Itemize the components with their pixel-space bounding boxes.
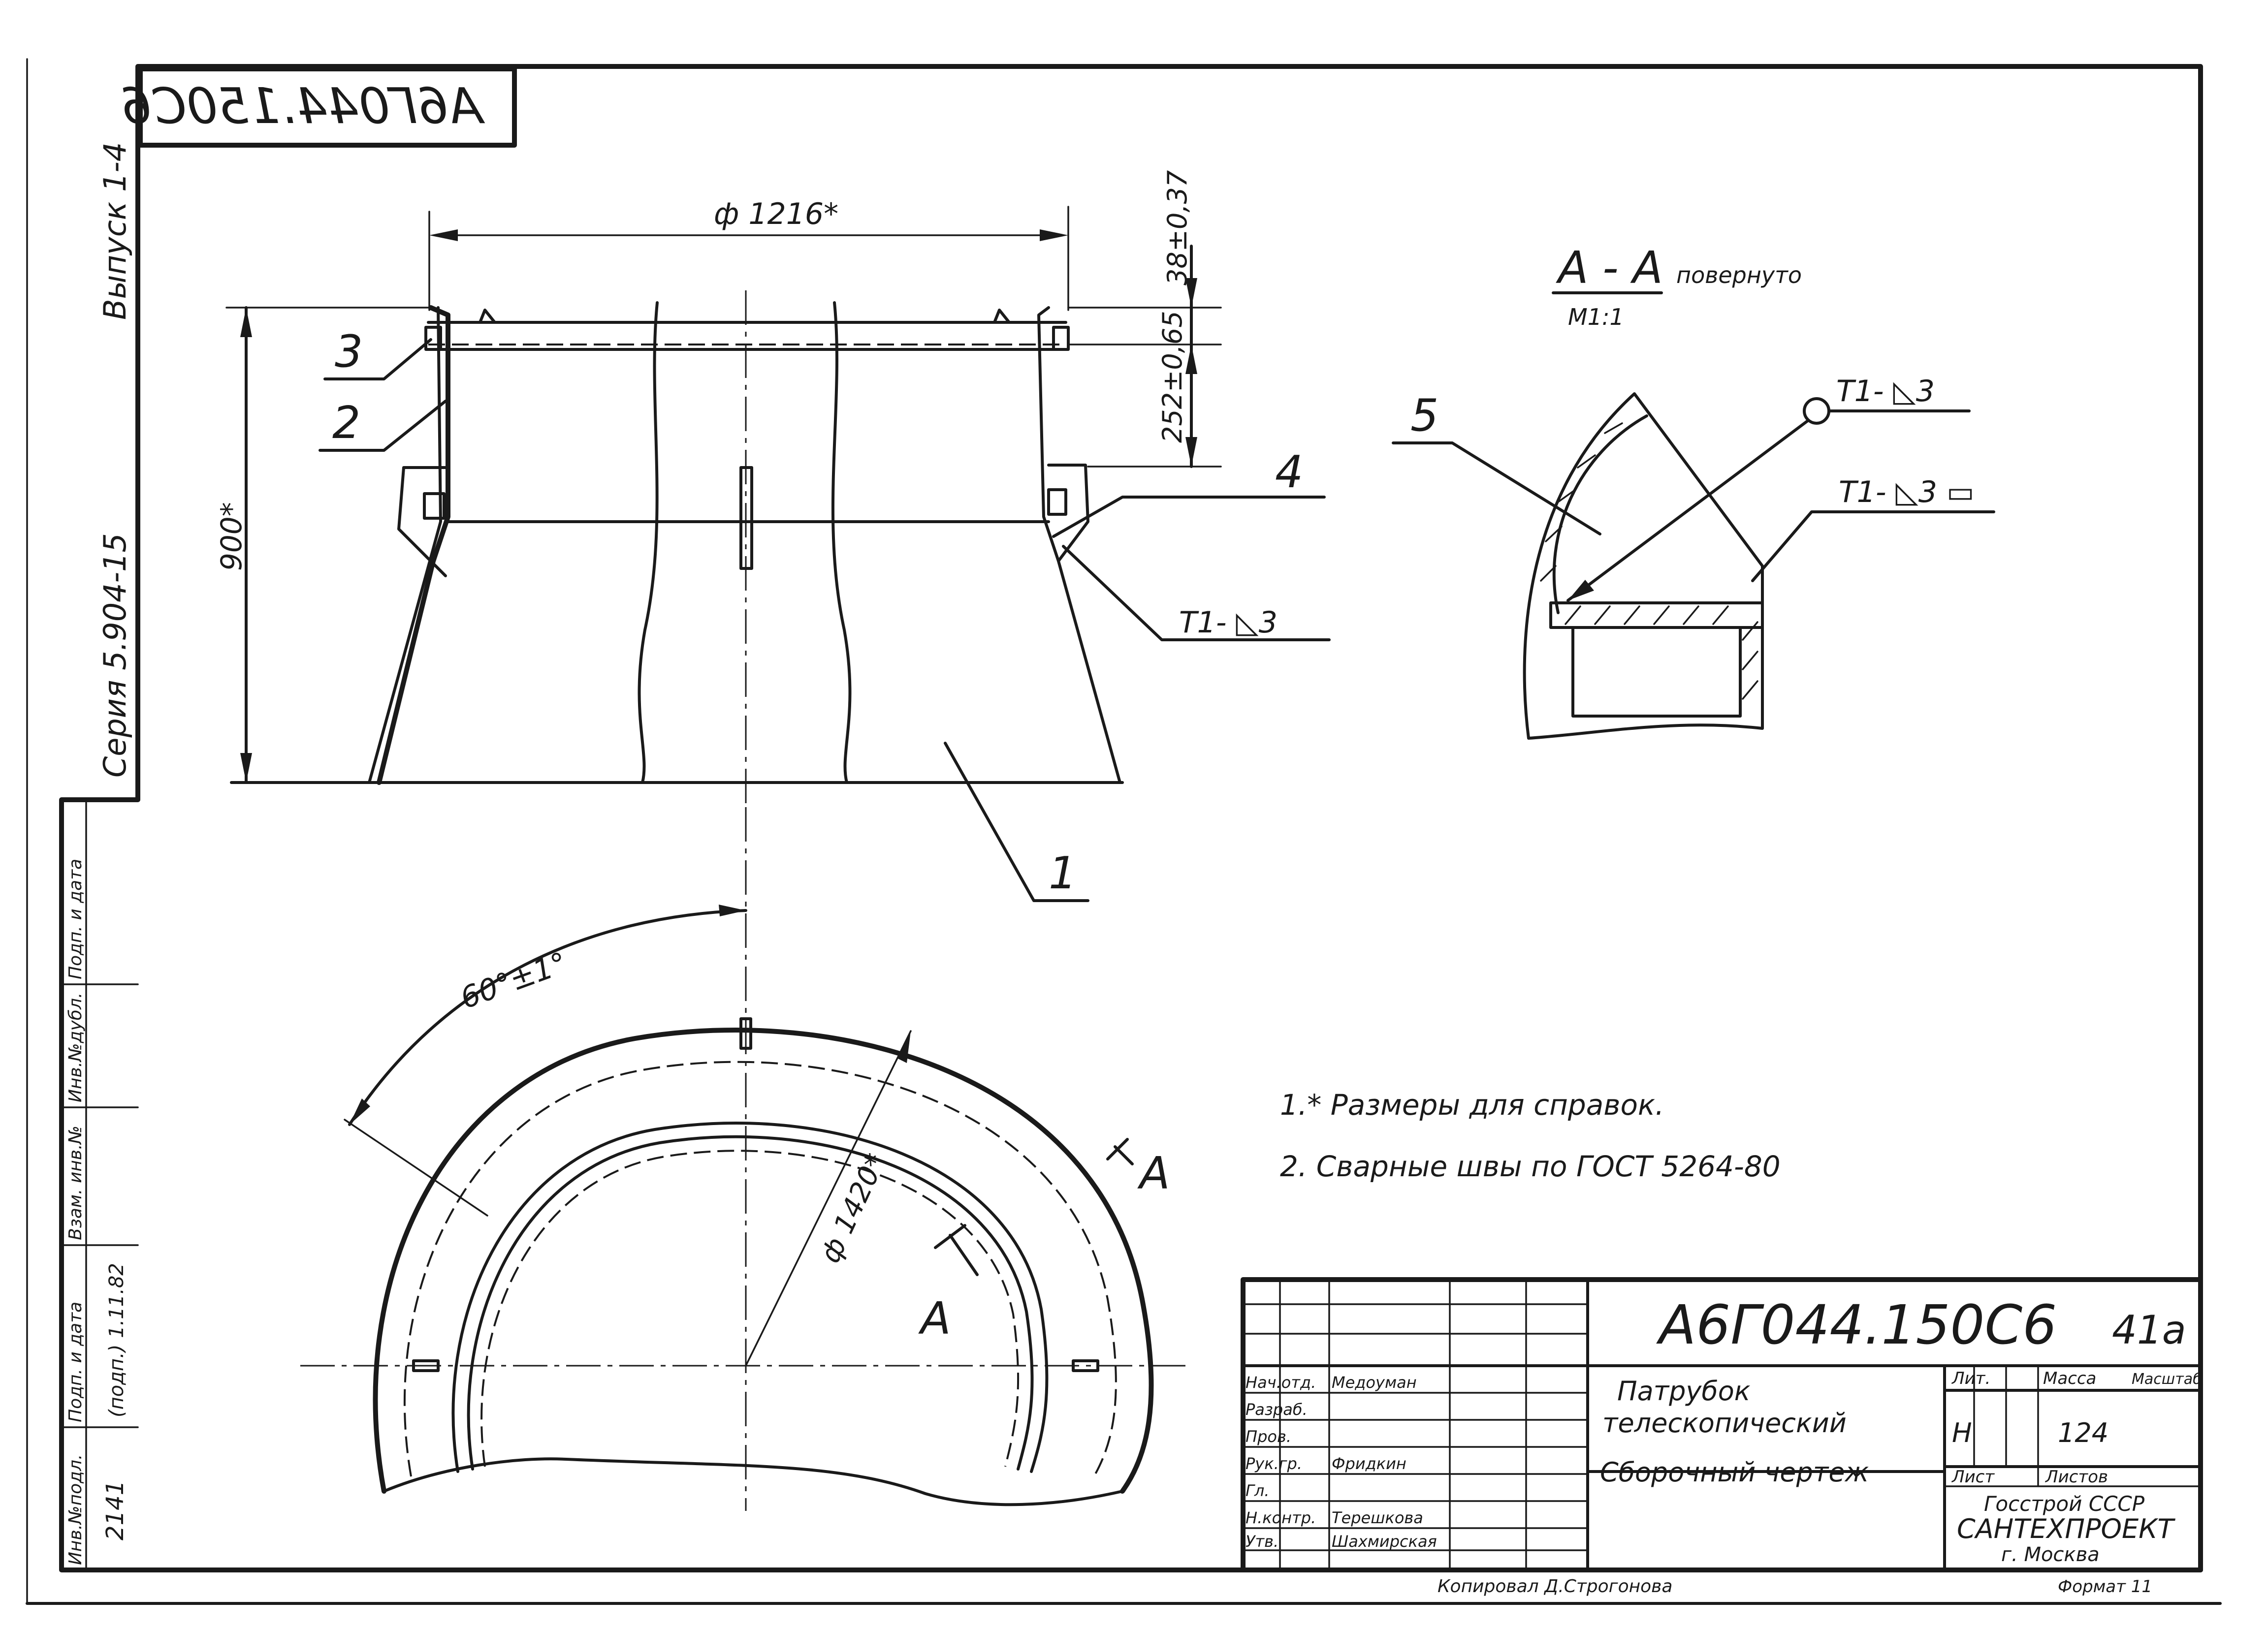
section-note: повернуто (1676, 262, 1802, 288)
role-4: Рук.гр. (1246, 1454, 1302, 1473)
org-line-1: Госстрой СССР (1984, 1492, 2145, 1516)
issue-label: Выпуск 1-4 (97, 142, 133, 320)
note-2: 2. Сварные швы по ГОСТ 5264-80 (1280, 1150, 1781, 1183)
section-view: А - А повернуто М1:1 5 (1392, 242, 1995, 740)
name-7: Шахмирская (1332, 1532, 1437, 1551)
name-line-3: Сборочный чертеж (1600, 1457, 1869, 1488)
org-line-2: САНТЕХПРОЕКТ (1957, 1513, 2175, 1544)
sheet-label: Лист (1951, 1467, 1995, 1487)
format-label: Формат 11 (2058, 1577, 2152, 1597)
dim-diameter-top: ф 1216* (714, 197, 838, 231)
position-1: 1 (1049, 847, 1077, 899)
title-block-grid (1242, 1279, 1589, 1571)
name-line-1: Патрубок (1617, 1376, 1751, 1407)
side-label-4: Инв.№дубл. (65, 993, 86, 1102)
document-code: А6Г044.150С6 (1656, 1293, 2057, 1356)
mirrored-code-stamp: А6Г044.150С6 (121, 66, 517, 148)
dim-height: 900* (215, 502, 248, 571)
name-line-2: телескопический (1602, 1408, 1847, 1439)
sheet-border (26, 58, 2222, 1605)
role-3: Пров. (1246, 1427, 1291, 1446)
side-label-1: Инв.№подл. (65, 1454, 86, 1565)
role-6: Н.контр. (1246, 1508, 1316, 1527)
name-6: Терешкова (1332, 1508, 1423, 1527)
notes: 1.* Размеры для справок. 2. Сварные швы … (1280, 1088, 1781, 1183)
position-5: 5 (1410, 390, 1438, 441)
signature-date: (подп.) 1.11.82 (105, 1263, 128, 1417)
side-label-2: Подп. и дата (65, 1302, 86, 1422)
note-1: 1.* Размеры для справок. (1280, 1088, 1664, 1122)
inv-number: 2141 (101, 1480, 129, 1540)
position-4: 4 (1275, 446, 1303, 498)
section-title: А - А (1556, 242, 1663, 294)
lit-label: Лит. (1951, 1369, 1990, 1388)
role-2: Разраб. (1246, 1400, 1308, 1419)
side-label-3: Взам. инв.№ (65, 1126, 86, 1240)
position-2: 2 (332, 397, 360, 449)
sheet-mark: 41а (2112, 1307, 2186, 1353)
dim-flange: 38±0,37 (1162, 170, 1193, 285)
name-4: Фридкин (1332, 1454, 1406, 1473)
side-label-5: Подп. и дата (65, 859, 86, 979)
plan-view: 60°±1° ф 1420* А А (300, 807, 1191, 1511)
section-hatching (1540, 422, 1758, 700)
side-stamp: Выпуск 1-4 Серия 5.904-15 Инв.№подл. Под… (60, 142, 139, 1571)
role-5: Гл. (1246, 1481, 1269, 1500)
weld-mark-main: Т1- ◺3 (1179, 605, 1278, 640)
plan-angle: 60°±1° (456, 945, 572, 1016)
mass-value: 124 (2058, 1417, 2108, 1448)
position-3: 3 (335, 326, 363, 377)
name-1: Медоуман (1332, 1373, 1417, 1392)
role-7: Утв. (1246, 1532, 1278, 1551)
copied-by: Копировал Д.Строгонова (1437, 1576, 1672, 1597)
main-view: ф 1216* 900* 38±0,37 252±0,65 3 2 4 Т1- … (215, 170, 1331, 902)
role-1: Нач.отд. (1246, 1373, 1316, 1392)
series-label: Серия 5.904-15 (97, 533, 133, 778)
section-weld-1: Т1- ◺3 (1836, 374, 1935, 408)
lit-value: Н (1952, 1417, 1972, 1448)
plan-diameter: ф 1420* (814, 1149, 893, 1268)
section-mark-a-bottom: А (918, 1293, 951, 1345)
scale-label: Масштаб (2132, 1371, 2202, 1388)
dim-lug: 252±0,65 (1157, 311, 1188, 443)
section-scale: М1:1 (1568, 304, 1624, 330)
title-block: Нач.отд. Разраб. Пров. Рук.гр. Гл. Н.кон… (1241, 1277, 2203, 1572)
mirrored-code-text: А6Г044.150С6 (121, 77, 485, 135)
org-line-3: г. Москва (2001, 1543, 2100, 1566)
section-weld-2: Т1- ◺3 ▭ (1839, 475, 1975, 509)
section-mark-a-top: А (1137, 1148, 1170, 1199)
sheets-label: Листов (2044, 1467, 2108, 1487)
mass-label: Масса (2043, 1369, 2096, 1388)
